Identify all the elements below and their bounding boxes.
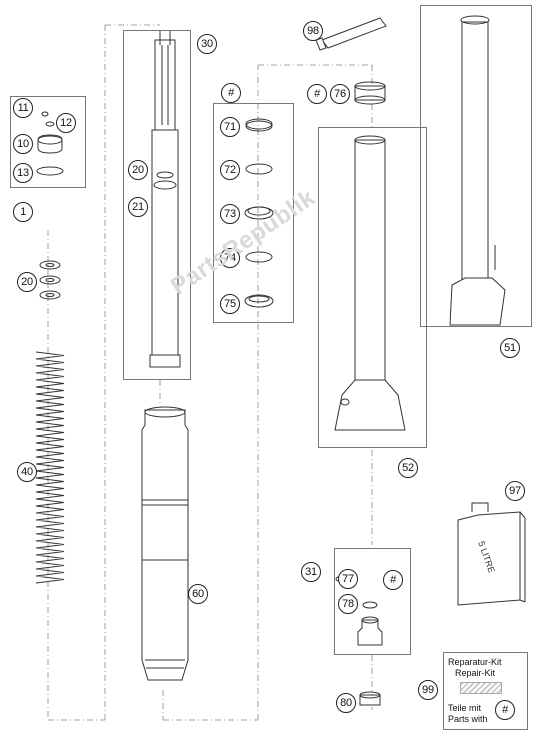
callout-99[interactable]: 99 bbox=[418, 680, 438, 700]
callout-71[interactable]: 71 bbox=[220, 117, 240, 137]
frame-group-31 bbox=[334, 548, 411, 655]
callout-98[interactable]: 98 bbox=[303, 21, 323, 41]
callout-13[interactable]: 13 bbox=[13, 163, 33, 183]
kit-parts-en: Parts with bbox=[448, 714, 488, 724]
callout-21[interactable]: 21 bbox=[128, 197, 148, 217]
callout-31[interactable]: 31 bbox=[301, 562, 321, 582]
frame-group-1 bbox=[10, 96, 86, 188]
callout-78[interactable]: 78 bbox=[338, 594, 358, 614]
callout-10[interactable]: 10 bbox=[13, 134, 33, 154]
callout-74[interactable]: 74 bbox=[220, 248, 240, 268]
callout-1[interactable]: 1 bbox=[13, 202, 33, 222]
kit-label-en: Repair-Kit bbox=[455, 668, 496, 678]
callout-75[interactable]: 75 bbox=[220, 294, 240, 314]
callout-hash-kit[interactable]: # bbox=[495, 700, 515, 720]
frame-fork-assembly bbox=[420, 5, 532, 327]
callout-11[interactable]: 11 bbox=[13, 98, 33, 118]
callout-hash-bushing[interactable]: # bbox=[307, 84, 327, 104]
callout-73[interactable]: 73 bbox=[220, 204, 240, 224]
callout-51[interactable]: 51 bbox=[500, 338, 520, 358]
callout-30[interactable]: 30 bbox=[197, 34, 217, 54]
callout-hash-rings[interactable]: # bbox=[221, 83, 241, 103]
callout-80[interactable]: 80 bbox=[336, 693, 356, 713]
callout-hash-77[interactable]: # bbox=[383, 570, 403, 590]
callout-76[interactable]: 76 bbox=[330, 84, 350, 104]
callout-12[interactable]: 12 bbox=[56, 113, 76, 133]
kit-logo bbox=[460, 682, 502, 694]
callout-40[interactable]: 40 bbox=[17, 462, 37, 482]
callout-20-left[interactable]: 20 bbox=[17, 272, 37, 292]
frame-ring-set bbox=[213, 103, 294, 323]
frame-inner-tube bbox=[318, 127, 427, 448]
kit-label-de: Reparatur-Kit bbox=[448, 657, 502, 667]
callout-52[interactable]: 52 bbox=[398, 458, 418, 478]
callout-20-rod[interactable]: 20 bbox=[128, 160, 148, 180]
callout-72[interactable]: 72 bbox=[220, 160, 240, 180]
callout-97[interactable]: 97 bbox=[505, 481, 525, 501]
frame-damper-rod bbox=[123, 30, 191, 380]
callout-77[interactable]: 77 bbox=[338, 569, 358, 589]
frame-repair-kit bbox=[443, 652, 528, 730]
callout-60[interactable]: 60 bbox=[188, 584, 208, 604]
kit-parts-de: Teile mit bbox=[448, 703, 482, 713]
